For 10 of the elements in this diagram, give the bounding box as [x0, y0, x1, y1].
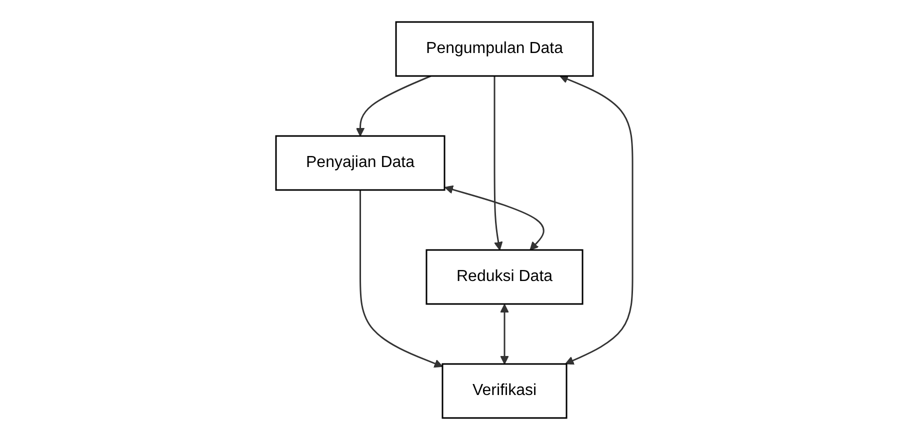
node-box: Verifikasi: [441, 363, 567, 419]
arrow: [444, 185, 544, 250]
node-box: Reduksi Data: [425, 249, 584, 305]
arrow: [500, 304, 509, 364]
node-box: Penyajian Data: [274, 135, 445, 191]
arrow: [559, 74, 634, 365]
arrow: [494, 76, 502, 250]
arrow: [359, 190, 443, 368]
node-box: Pengumpulan Data: [395, 21, 594, 77]
arrow: [356, 75, 431, 136]
